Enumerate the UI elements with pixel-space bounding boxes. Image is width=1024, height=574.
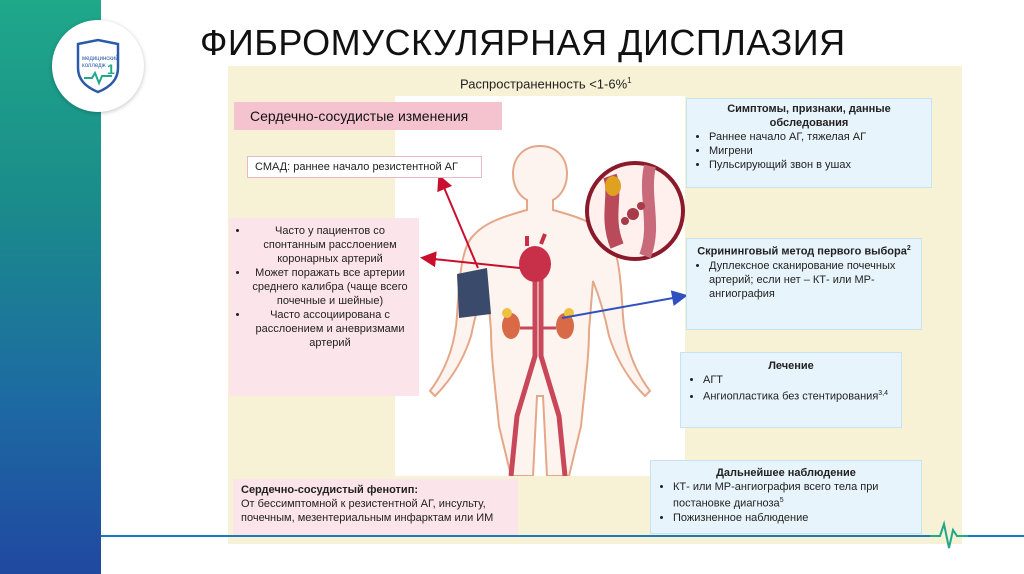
phenotype-text: От бессимптомной к резистентной АГ, инсу… — [241, 498, 494, 524]
cv-phenotype-box: Сердечно-сосудистый фенотип: От бессимпт… — [233, 479, 518, 537]
arrow-to-cv-list — [420, 251, 521, 269]
smad-note: СМАД: раннее начало резистентной АГ — [247, 156, 482, 178]
followup-box: Дальнейшее наблюдение КТ- или МР-ангиогр… — [650, 460, 922, 534]
ecg-pulse-icon — [930, 520, 970, 549]
logo-text: медицинский колледж — [82, 56, 119, 69]
human-body-figure — [428, 144, 685, 477]
list-item: Раннее начало АГ, тяжелая АГ — [709, 130, 921, 144]
screening-box: Скрининговый метод первого выбора2 Дупле… — [686, 238, 922, 330]
list-item: Пожизненное наблюдение — [673, 511, 911, 525]
prevalence-label: Распространенность <1-6%1 — [460, 76, 632, 92]
arrow-to-screening — [561, 290, 688, 319]
list-item: КТ- или МР-ангиография всего тела при по… — [673, 480, 911, 511]
treatment-box: Лечение АГТ Ангиопластика без стентирова… — [680, 352, 902, 428]
treatment-title: Лечение — [768, 360, 814, 372]
page-title: ФИБРОМУСКУЛЯРНАЯ ДИСПЛАЗИЯ — [200, 22, 846, 63]
list-item: Пульсирующий звон в ушах — [709, 158, 921, 172]
list-item: АГТ — [703, 373, 891, 387]
list-item: Мигрени — [709, 144, 921, 158]
followup-title: Дальнейшее наблюдение — [716, 467, 856, 479]
arrow-to-smad — [437, 174, 479, 269]
list-item: Может поражать все артерии среднего кали… — [249, 266, 411, 308]
cv-changes-header: Сердечно-сосудистые изменения — [234, 102, 502, 130]
heart-shield-icon: 1 — [76, 38, 120, 94]
logo-number: 1 — [107, 61, 115, 77]
body-figure-area — [395, 96, 685, 477]
footer-line-right — [968, 535, 1024, 537]
cv-changes-list: Часто у пациентов со спонтанным расслоен… — [229, 218, 419, 396]
list-item: Ангиопластика без стентирования3,4 — [703, 387, 891, 404]
symptoms-title: Симптомы, признаки, данные обследования — [727, 103, 891, 129]
screening-title: Скрининговый метод первого выбора2 — [697, 245, 911, 258]
symptoms-box: Симптомы, признаки, данные обследования … — [686, 98, 932, 188]
footer-line — [101, 535, 931, 537]
list-item: Часто у пациентов со спонтанным расслоен… — [249, 224, 411, 266]
list-item: Дуплексное сканирование почечных артерий… — [709, 259, 911, 301]
phenotype-title: Сердечно-сосудистый фенотип: — [241, 484, 419, 496]
college-logo: 1 медицинский колледж — [52, 20, 144, 112]
list-item: Часто ассоциирована с расслоением и анев… — [249, 308, 411, 350]
